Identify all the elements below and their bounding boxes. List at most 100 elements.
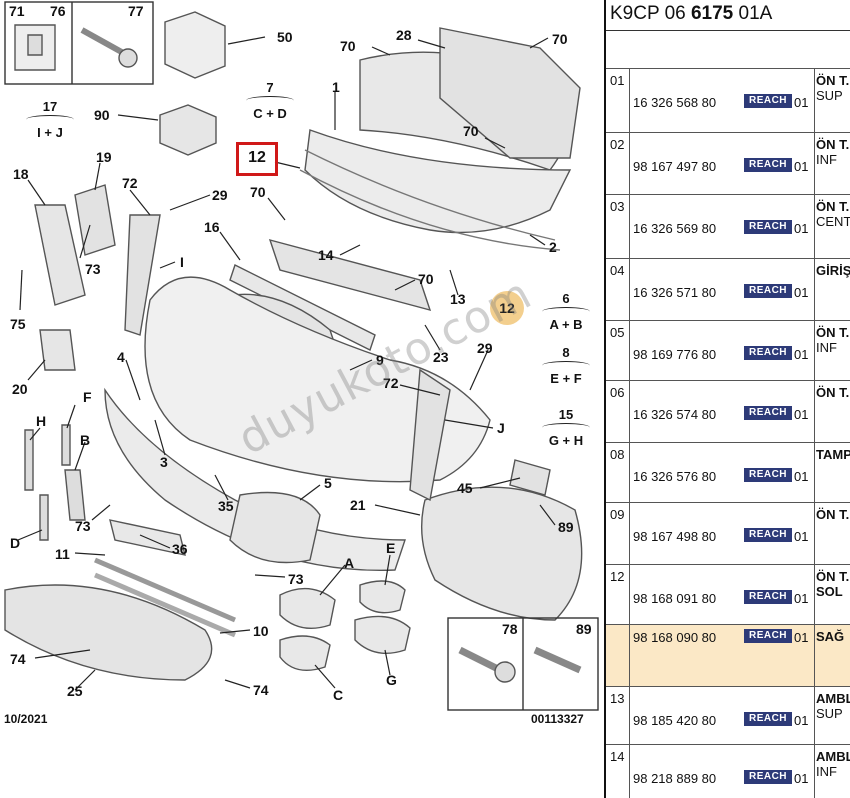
reference-header: K9CP 06 6175 01A [606, 0, 850, 30]
part-label: D [10, 535, 21, 551]
description-title: AMBL [816, 691, 850, 706]
row-index: 12 [610, 569, 625, 584]
description-title: ÖN T. [816, 73, 850, 88]
description-title: GİRİŞ [816, 263, 850, 278]
part-label: 89 [558, 519, 574, 535]
part-label: 9 [376, 352, 384, 368]
quantity: 01 [794, 221, 809, 236]
quantity: 01 [794, 407, 809, 422]
table-row[interactable]: 09 98 167 498 80 REACH 01 ÖN T. [606, 502, 850, 564]
group-bottom: C + D [253, 106, 287, 121]
highlight-part-label: 12 [236, 142, 278, 176]
ref-number: 6175 [690, 3, 734, 24]
part-label: 50 [277, 29, 293, 45]
part-label: 4 [117, 349, 125, 365]
description: GİRİŞ [816, 263, 850, 278]
part-label: 29 [212, 187, 228, 203]
description-sub: INF [816, 764, 837, 779]
part-label: 10 [253, 623, 269, 639]
reach-badge: REACH [744, 94, 792, 108]
row-index: 05 [610, 325, 625, 340]
part-label: B [80, 432, 91, 448]
description: ÖN T.SOL [816, 569, 849, 599]
group-bottom: E + F [550, 371, 582, 386]
row-index: 08 [610, 447, 625, 462]
part-label: 73 [288, 571, 304, 587]
part-label: 21 [350, 497, 366, 513]
part-label: 20 [12, 381, 28, 397]
table-row[interactable]: 12 98 168 091 80 REACH 01 ÖN T.SOL [606, 564, 850, 624]
table-row[interactable]: 06 16 326 574 80 REACH 01 ÖN T. [606, 380, 850, 442]
description-sub: INF [816, 152, 837, 167]
reach-badge: REACH [744, 528, 792, 542]
row-index: 09 [610, 507, 625, 522]
ref-prefix: K9CP 06 [610, 3, 691, 24]
part-label: I [180, 254, 184, 270]
inset-clips [4, 1, 154, 85]
description-title: ÖN T. [816, 199, 850, 214]
part-label: 73 [75, 518, 91, 534]
part-number: 16 326 576 80 [633, 469, 717, 484]
table-row[interactable]: 04 16 326 571 80 REACH 01 GİRİŞ [606, 258, 850, 320]
part-label: 77 [128, 3, 144, 19]
part-label: 16 [204, 219, 220, 235]
part-label: 1 [332, 79, 340, 95]
table-row[interactable]: 02 98 167 497 80 REACH 01 ÖN T.INF [606, 132, 850, 194]
reach-badge: REACH [744, 406, 792, 420]
quantity: 01 [794, 95, 809, 110]
part-label: 13 [450, 291, 466, 307]
description-title: ÖN T. [816, 507, 850, 522]
ref-suffix: 01A [733, 3, 773, 24]
parts-table: K9CP 06 6175 01A 01 16 326 568 80 REACH … [604, 0, 850, 798]
quantity: 01 [794, 347, 809, 362]
description: TAMP [816, 447, 850, 462]
part-label: E [386, 540, 396, 556]
part-label: 18 [13, 166, 29, 182]
reach-badge: REACH [744, 158, 792, 172]
part-label: 72 [383, 375, 399, 391]
group-bottom: G + H [548, 433, 584, 448]
group-bottom: A + B [549, 317, 583, 332]
part-label: 5 [324, 475, 332, 491]
reach-badge: REACH [744, 590, 792, 604]
row-index: 03 [610, 199, 625, 214]
part-label: 74 [253, 682, 269, 698]
table-row[interactable]: 05 98 169 776 80 REACH 01 ÖN T.INF [606, 320, 850, 380]
group-label: 6 A + B [538, 291, 594, 332]
table-row[interactable]: 03 16 326 569 80 REACH 01 ÖN T.CENT [606, 194, 850, 258]
row-index: 01 [610, 73, 625, 88]
part-label: 70 [552, 31, 568, 47]
description-title: ÖN T. [816, 325, 850, 340]
description: SAĞ [816, 629, 844, 644]
quantity: 01 [794, 630, 809, 645]
group-top: 6 [562, 291, 570, 306]
part-label: 90 [94, 107, 110, 123]
group-label: 17 I + J [22, 99, 78, 140]
part-number: 98 185 420 80 [633, 713, 717, 728]
part-label: 29 [477, 340, 493, 356]
row-index: 04 [610, 263, 625, 278]
table-row[interactable]: 08 16 326 576 80 REACH 01 TAMP [606, 442, 850, 502]
quantity: 01 [794, 529, 809, 544]
description-sub: SUP [816, 706, 843, 721]
diagram-date: 10/2021 [4, 712, 48, 726]
reach-badge: REACH [744, 284, 792, 298]
part-label: 2 [549, 239, 557, 255]
group-top: 15 [558, 407, 574, 422]
part-label: 70 [340, 38, 356, 54]
part-number: 98 169 776 80 [633, 347, 717, 362]
part-label: C [333, 687, 344, 703]
description-sub: INF [816, 340, 837, 355]
part-label: J [497, 420, 505, 436]
description-title: ÖN T. [816, 137, 850, 152]
table-row-highlighted[interactable]: 98 168 090 80 REACH 01 SAĞ [606, 624, 850, 686]
part-label: 36 [172, 541, 188, 557]
table-row[interactable]: 01 16 326 568 80 REACH 01 ÖN T.SUP [606, 68, 850, 132]
description-sub: CENT [816, 214, 850, 229]
part-label: H [36, 413, 47, 429]
part-label: 78 [502, 621, 518, 637]
